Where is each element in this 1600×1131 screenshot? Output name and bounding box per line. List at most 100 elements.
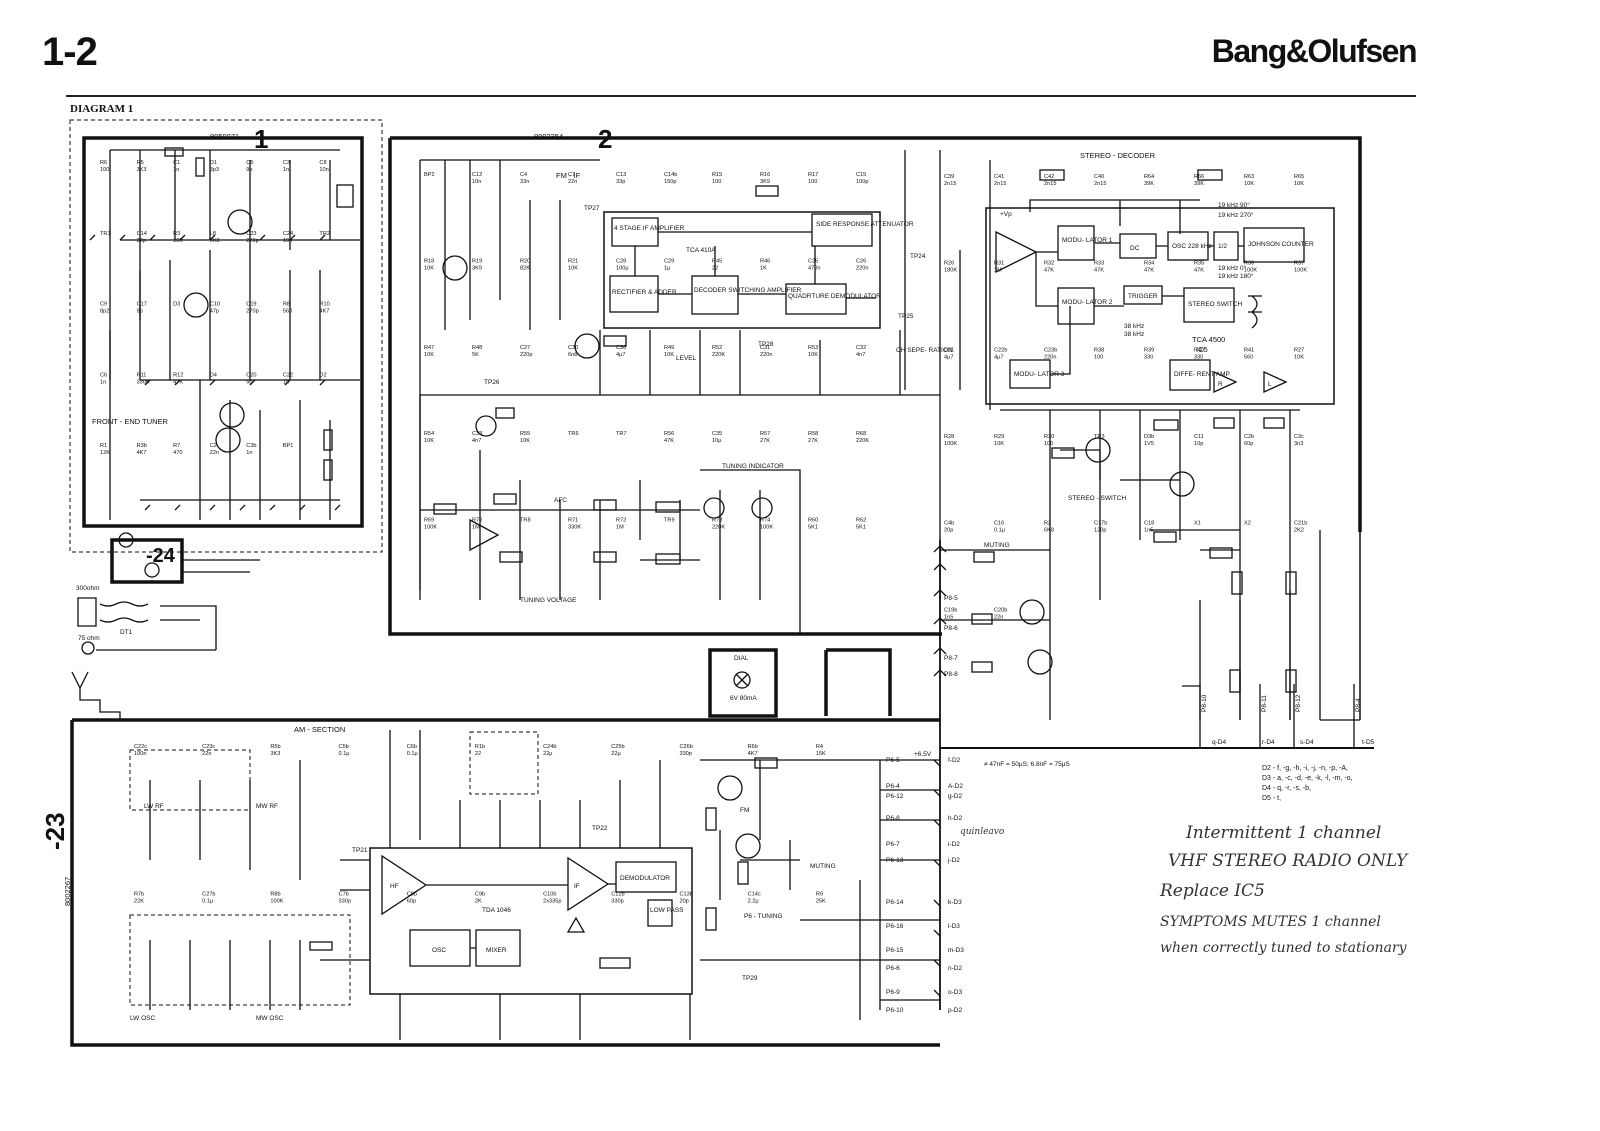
- component-value: 4K7: [748, 751, 758, 757]
- block-r-out: R: [1218, 381, 1223, 388]
- block-side-response: SIDE RESPONSE ATTENUATOR: [816, 221, 914, 228]
- ch-separation-label: CH SEPE- RATION: [896, 347, 953, 354]
- component-ref: C4: [520, 172, 527, 178]
- component-ref: C33: [472, 431, 482, 437]
- component-ref: R49: [664, 345, 674, 351]
- component-value: 33p: [616, 179, 625, 185]
- component-ref: R37: [1294, 261, 1304, 267]
- component-value: 6K8: [1044, 528, 1054, 534]
- ohm300-label: 300ohm: [76, 585, 100, 592]
- test-point: TP27: [584, 205, 600, 212]
- component-ref: R12: [173, 372, 183, 378]
- component-value: 100: [712, 179, 721, 185]
- stereo-decoder-label: STEREO - DECODER: [1080, 151, 1156, 160]
- component-ref: C24: [283, 231, 293, 237]
- component-value: 60p: [407, 899, 416, 905]
- component-value: 9p: [246, 167, 252, 173]
- handwriting-line3: Replace IC5: [1159, 881, 1265, 901]
- component-value: 10n: [319, 167, 328, 173]
- component-ref: C23b: [1044, 347, 1057, 353]
- component-ref: C14c: [748, 892, 761, 898]
- header-rule: [66, 95, 1416, 97]
- component-value: 220n: [760, 352, 772, 358]
- component-value: 10K: [1244, 181, 1254, 187]
- freq-label: 19 kHz 180°: [1218, 272, 1254, 280]
- component-value: 60p: [1244, 441, 1253, 447]
- component-value: 3K9: [472, 265, 482, 271]
- fm-if-label: FM - IF: [556, 171, 581, 180]
- component-value: 22n: [994, 614, 1003, 620]
- section-1-number: 1: [254, 124, 268, 154]
- bus-label: q-D4: [1212, 739, 1226, 746]
- component-value: 9p: [137, 309, 143, 315]
- component-value: 100p: [856, 179, 868, 185]
- component-value: 100: [173, 238, 182, 244]
- legend-line: D3 - a, -c, -d, -e, -k, -l, -m, -o,: [1262, 775, 1353, 782]
- component-value: 10K: [664, 352, 674, 358]
- component-ref: C6: [100, 372, 107, 378]
- ohm75-label: 75 ohm: [78, 635, 100, 642]
- component-ref: C5: [246, 160, 253, 166]
- component-value: 3K3: [137, 167, 147, 173]
- component-ref: R30: [1044, 434, 1054, 440]
- component-value: 1M: [472, 525, 480, 531]
- am-ic-body: [369, 847, 693, 995]
- component-ref: C42: [1044, 174, 1054, 180]
- component-value: 4μ7: [944, 354, 953, 360]
- component-ref: C27: [520, 345, 530, 351]
- component-ref: C17b: [1094, 521, 1107, 527]
- decoder-pin: P8-7: [944, 655, 958, 662]
- component-value: 180K: [944, 268, 957, 274]
- component-value: 2n15: [994, 181, 1006, 187]
- component-ref: C18: [1144, 521, 1154, 527]
- decoder-input-amp: [995, 230, 1038, 274]
- block-johnson: JOHNSON COUNTER: [1248, 241, 1314, 248]
- component-value: 10K: [520, 438, 530, 444]
- tr8: [1019, 599, 1045, 625]
- component-value: 39K: [1194, 181, 1204, 187]
- freq-label: 38 kHz: [1124, 331, 1144, 338]
- antenna-connector-2: [144, 562, 160, 578]
- component-ref: C23: [246, 231, 256, 237]
- component-value: 82K: [520, 265, 530, 271]
- decoder-pin: P8-8: [944, 671, 958, 678]
- freq-label-group: 19 kHz 90°19 kHz 270°19 kHz 0°19 kHz 180…: [1124, 201, 1254, 338]
- component-value: 220n: [856, 265, 868, 271]
- component-ref: C10b: [543, 892, 556, 898]
- component-ref: R8: [283, 302, 290, 308]
- component-ref: D1: [210, 160, 217, 166]
- component-value: 220n: [1044, 354, 1056, 360]
- component-ref: R1b: [475, 744, 485, 750]
- component-ref: R5: [137, 160, 144, 166]
- component-ref: C29: [664, 258, 674, 264]
- block-if-amp: 4 STAGE IF AMPLIFIER: [614, 225, 685, 232]
- component-ref: X2: [1244, 521, 1251, 527]
- legend-line: D4 - q, -r, -s, -b,: [1262, 785, 1311, 792]
- handwriting-line5: when correctly tuned to stationary: [1160, 940, 1408, 956]
- component-ref: X1: [1194, 521, 1201, 527]
- component-ref: R1: [100, 443, 107, 449]
- front-end-shield: [82, 136, 364, 528]
- section-2-partno: 8002354: [534, 132, 563, 141]
- connector-pin: P6-8: [886, 815, 900, 822]
- component-ref: C14b: [664, 172, 677, 178]
- component-ref: R70: [472, 518, 482, 524]
- component-ref: R21: [568, 258, 578, 264]
- connector-bus: h-D2: [948, 815, 962, 822]
- component-value: 1K: [760, 265, 767, 271]
- dial-label: DIAL: [734, 655, 749, 662]
- component-value: 3p3: [210, 167, 219, 173]
- component-value: 27K: [760, 438, 770, 444]
- component-ref: C6b: [407, 744, 417, 750]
- component-ref: C25b: [611, 744, 624, 750]
- test-point: TP29: [742, 975, 758, 982]
- afc-label: AFC: [554, 497, 567, 504]
- block-osc228: OSC 228 kHz: [1172, 243, 1212, 250]
- component-ref: C13b: [679, 892, 692, 898]
- component-ref: D4: [210, 372, 217, 378]
- tr2-transistor: [183, 292, 209, 318]
- component-value: 330p: [611, 899, 623, 905]
- component-ref: C3b: [246, 443, 256, 449]
- component-ref: R11: [137, 372, 147, 378]
- deemphasis-note: ≠ 47nF = 50μS; 6.8nF = 75μS: [984, 761, 1071, 768]
